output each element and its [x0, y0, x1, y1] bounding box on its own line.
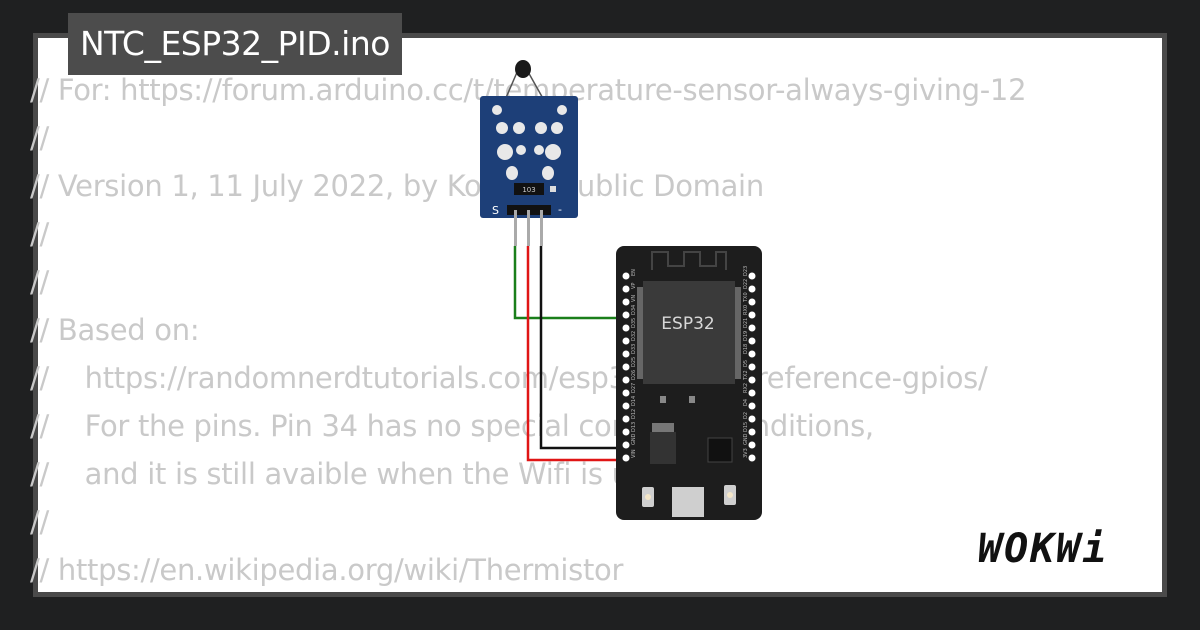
pin-label: RX0 [743, 305, 749, 315]
wire-ground[interactable] [539, 246, 628, 450]
wire-signal[interactable] [513, 246, 628, 320]
pin-label: RX2 [743, 383, 749, 393]
page-background-bottom [0, 597, 1200, 630]
pin-label: D26 [631, 370, 637, 380]
code-line: // [30, 217, 49, 251]
esp32-chip-label: ESP32 [661, 314, 714, 334]
thermistor-bead [515, 60, 531, 78]
pin-label: D21 [743, 318, 749, 328]
pin-label: VN [631, 295, 637, 302]
usb-port [672, 487, 704, 517]
pin-label: GND [743, 433, 749, 445]
pin-label: D2 [743, 412, 749, 419]
pin-label: TX0 [743, 292, 749, 303]
code-line: // [30, 505, 49, 539]
code-line: // [30, 265, 49, 299]
wokwi-logo-box [972, 520, 1152, 580]
pin-label: D18 [743, 344, 749, 354]
wokwi-logo: WOKWi [978, 526, 1109, 572]
pin-label: D12 [631, 409, 637, 419]
pin-label: D5 [743, 360, 749, 367]
left-pin-header [622, 272, 630, 462]
pin-label: D34 [631, 305, 637, 315]
pin-label: VP [631, 283, 637, 289]
sensor-pin-s-label: S [492, 204, 499, 217]
voltage-regulator [650, 432, 676, 464]
sensor-resistor-label: 103 [522, 186, 535, 194]
code-line: // Based on: [30, 313, 200, 347]
code-line: // and it is still avaible when the Wifi… [30, 457, 690, 491]
pin-label: EN [631, 269, 637, 276]
pin-label: D14 [631, 396, 637, 406]
esp32-board[interactable]: ESP32 ENVPVND34D35D32D33D25D26D27D14D12D… [616, 246, 762, 520]
code-line: // https://en.wikipedia.org/wiki/Thermis… [30, 553, 624, 587]
wire-power[interactable] [526, 246, 628, 462]
bottom-border [33, 592, 1167, 597]
pin-label: TX2 [743, 370, 749, 381]
pin-label: D32 [631, 331, 637, 341]
code-line: // https://randomnerdtutorials.com/esp32… [30, 361, 988, 395]
pin-label: VIN [631, 449, 637, 458]
sensor-pin-minus-label: - [558, 203, 562, 216]
project-title[interactable]: NTC_ESP32_PID.ino [68, 13, 402, 75]
code-line: // [30, 121, 49, 155]
code-canvas [38, 38, 1162, 592]
pin-label: D33 [631, 344, 637, 354]
pin-label: D15 [743, 422, 749, 432]
pin-label: 3V3 [743, 448, 749, 458]
pin-label: GND [631, 433, 637, 445]
right-pin-header [748, 272, 756, 462]
pin-label: D27 [631, 383, 637, 393]
usb-uart-chip [707, 437, 733, 463]
ntc-sensor-module[interactable]: 103 S - [480, 60, 578, 246]
pin-label: D23 [743, 266, 749, 276]
pin-label: D4 [743, 399, 749, 406]
pin-label: D19 [743, 331, 749, 341]
pin-label: D35 [631, 318, 637, 328]
pin-label: D13 [631, 422, 637, 432]
pin-label: D25 [631, 357, 637, 367]
pin-label: D22 [743, 279, 749, 289]
